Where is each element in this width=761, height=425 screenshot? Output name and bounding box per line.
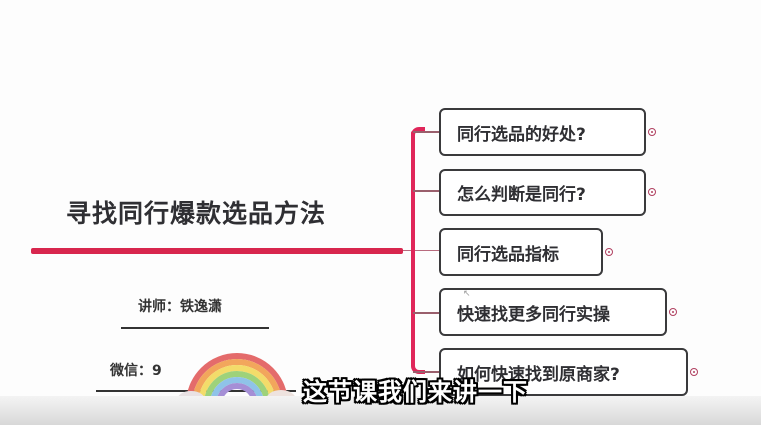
branch-node-4[interactable]: 快速找更多同行实操 — [439, 288, 667, 336]
branch-node-1[interactable]: 同行选品的好处? — [439, 108, 646, 156]
central-topic[interactable]: 寻找同行爆款选品方法 — [66, 199, 327, 228]
branch-node-label: 快速找更多同行实操 — [457, 304, 610, 325]
branch-trunk — [411, 131, 415, 367]
branch-node-3[interactable]: 同行选品指标 — [439, 228, 603, 276]
branch-line-1 — [413, 131, 441, 133]
branch-node-label: 同行选品指标 — [457, 244, 559, 265]
expand-icon[interactable] — [690, 368, 698, 376]
lecturer-label: 讲师：铁逸潇 — [138, 299, 222, 315]
expand-icon[interactable] — [648, 128, 656, 136]
central-topic-underline — [31, 248, 403, 254]
expand-icon[interactable] — [669, 308, 677, 316]
branch-node-label: 如何快速找到原商家? — [457, 364, 620, 385]
mouse-cursor-icon: ↖ — [463, 289, 471, 299]
branch-line-2 — [413, 190, 441, 192]
branch-line-5 — [413, 371, 441, 373]
trunk-top-curve — [411, 127, 425, 141]
video-subtitle: 这节课我们来讲一下 — [303, 378, 528, 406]
expand-icon[interactable] — [648, 188, 656, 196]
wechat-label: 微信：9 — [110, 363, 162, 379]
lecturer-underline — [121, 327, 269, 329]
expand-icon[interactable] — [605, 248, 613, 256]
branch-line-4 — [413, 312, 441, 314]
branch-node-label: 怎么判断是同行? — [457, 185, 586, 205]
subtitle-band — [0, 396, 761, 425]
branch-node-2[interactable]: 怎么判断是同行? — [439, 169, 646, 216]
branch-node-label: 同行选品的好处? — [457, 124, 586, 145]
branch-node-5[interactable]: 如何快速找到原商家? — [439, 348, 688, 396]
branch-connector — [403, 250, 439, 251]
